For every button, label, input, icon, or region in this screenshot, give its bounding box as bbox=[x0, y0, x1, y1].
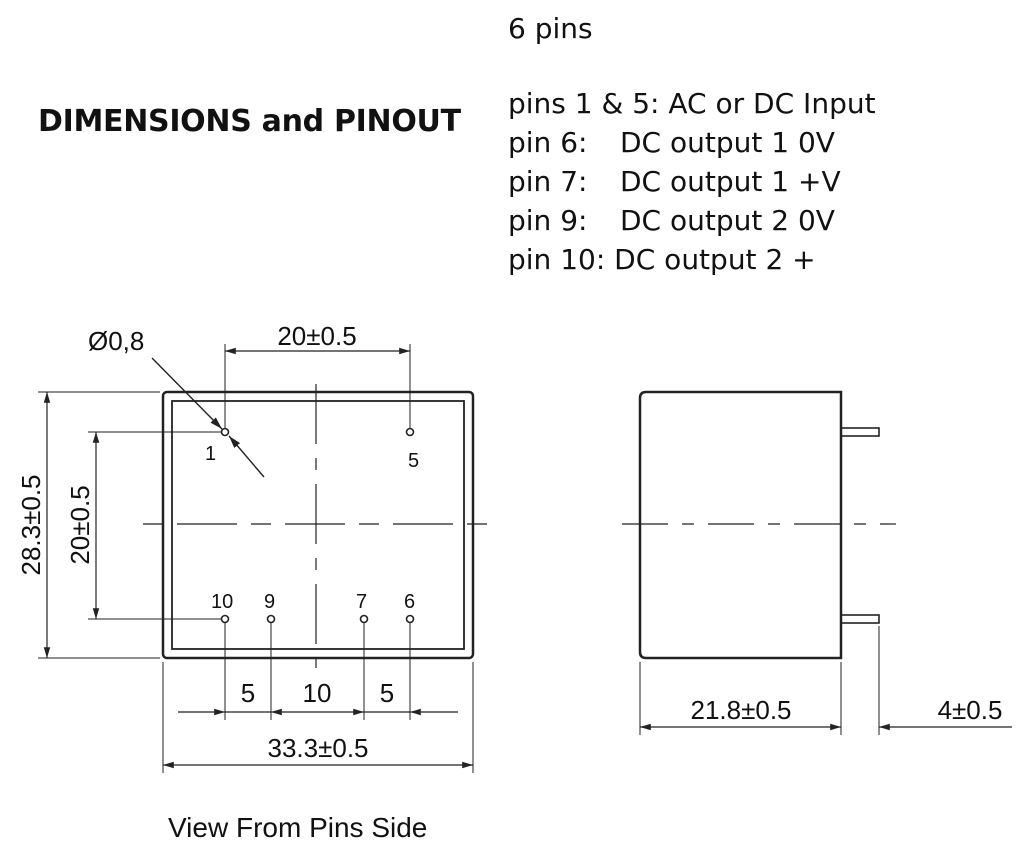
pinout-list: pins 1 & 5: AC or DC Input pin 6: DC outp… bbox=[508, 84, 876, 279]
pin-number-7: 7 bbox=[356, 591, 367, 613]
pin-count: 6 pins bbox=[508, 12, 593, 45]
pinout-function: DC output 1 +V bbox=[620, 165, 841, 198]
pinout-row: pin 9: DC output 2 0V bbox=[508, 201, 876, 240]
pin-5 bbox=[405, 427, 415, 437]
pin-diameter-label: Ø0,8 bbox=[88, 326, 144, 356]
pin-column-spacing-label: 20±0.5 bbox=[65, 485, 95, 564]
pinout-row: pin 7: DC output 1 +V bbox=[508, 162, 876, 201]
pin-9 bbox=[266, 614, 276, 624]
pinout-row: pin 10: DC output 2 + bbox=[508, 240, 876, 279]
pinout-label: pin 10: bbox=[508, 243, 606, 276]
pinout-function: DC output 1 0V bbox=[620, 126, 835, 159]
depth-label: 21.8±0.5 bbox=[690, 695, 791, 725]
side-housing-outline bbox=[638, 390, 843, 660]
pinout-label: pin 7: bbox=[508, 165, 588, 198]
gap-9-7-label: 10 bbox=[303, 678, 332, 708]
pin-diameter-leader-2 bbox=[228, 435, 265, 478]
pin-number-10: 10 bbox=[211, 591, 233, 613]
pinout-label: pin 9: bbox=[508, 204, 588, 237]
side-pin-top bbox=[840, 427, 880, 437]
pinout-row: pins 1 & 5: AC or DC Input bbox=[508, 84, 876, 123]
pinout-function: DC output 2 0V bbox=[620, 204, 835, 237]
gap-7-6-label: 5 bbox=[380, 678, 394, 708]
pin-number-5: 5 bbox=[408, 450, 419, 472]
pin-1 bbox=[220, 427, 230, 437]
pin-6 bbox=[405, 614, 415, 624]
height-label: 28.3±0.5 bbox=[16, 474, 46, 575]
pin-row-spacing-label: 20±0.5 bbox=[277, 321, 356, 351]
pin-number-9: 9 bbox=[264, 591, 275, 613]
width-label: 33.3±0.5 bbox=[267, 733, 368, 763]
front-view: 1 5 10 9 7 6 Ø0,8 20±0.5 28.3±0.5 20±0.5 bbox=[16, 321, 494, 773]
pinout-label: pin 6: bbox=[508, 126, 588, 159]
pin-diameter-leader bbox=[151, 357, 223, 430]
housing-inner-outline bbox=[171, 400, 465, 650]
gap-10-9-label: 5 bbox=[241, 678, 255, 708]
pin-number-1: 1 bbox=[205, 443, 216, 465]
side-view: 21.8±0.5 4±0.5 bbox=[622, 390, 1012, 735]
view-caption: View From Pins Side bbox=[168, 812, 428, 843]
pin-7 bbox=[359, 614, 369, 624]
diagram-title: DIMENSIONS and PINOUT bbox=[38, 104, 461, 139]
pin-length-label: 4±0.5 bbox=[938, 695, 1003, 725]
pinout-function: DC output 2 + bbox=[614, 243, 816, 276]
pinout-label: pins 1 & 5: bbox=[508, 87, 660, 120]
housing-outline bbox=[161, 390, 475, 660]
pin-10 bbox=[220, 614, 230, 624]
pinout-row: pin 6: DC output 1 0V bbox=[508, 123, 876, 162]
side-pin-bottom bbox=[840, 614, 880, 624]
pinout-function: AC or DC Input bbox=[668, 87, 876, 120]
pin-number-6: 6 bbox=[404, 591, 415, 613]
